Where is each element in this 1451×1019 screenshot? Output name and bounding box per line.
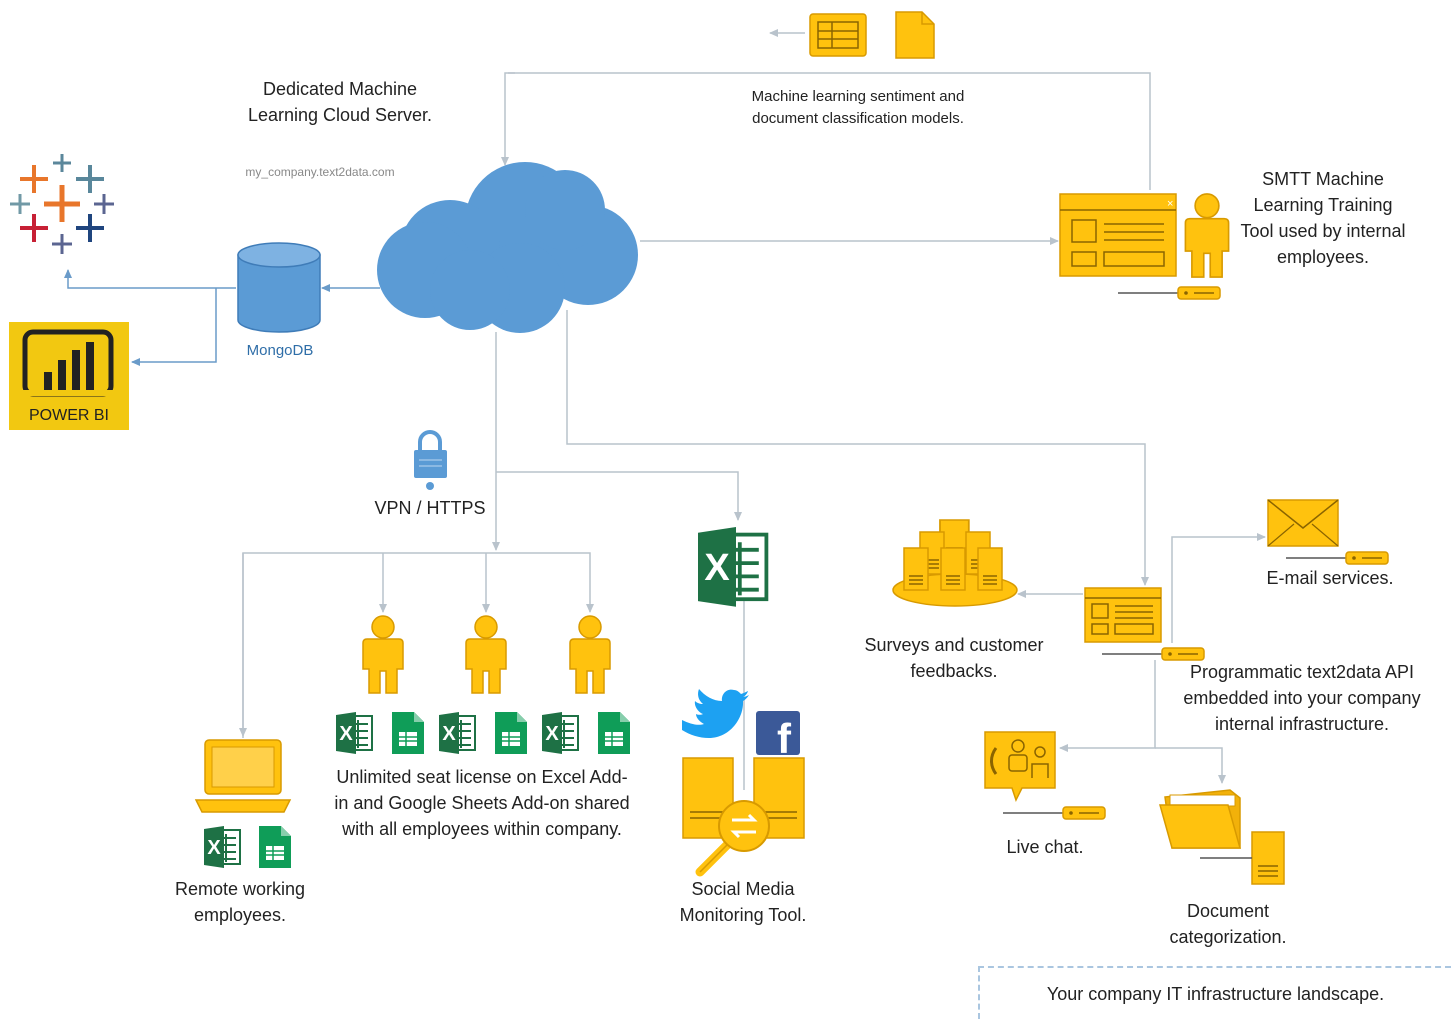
social-servers-icon: [682, 757, 805, 839]
ml-model-table-icon: [809, 13, 867, 57]
folder-icon: [1159, 789, 1241, 849]
smtt-network-bar-icon: [1117, 286, 1221, 300]
smtt-label: SMTT Machine Learning Training Tool used…: [1240, 169, 1406, 267]
svg-text:×: ×: [1167, 198, 1173, 210]
email-network-bar-icon: [1285, 551, 1389, 565]
employee-2-excel-icon: [438, 711, 476, 755]
remote-sheets-icon: [258, 825, 292, 869]
api-window-icon: [1084, 587, 1162, 643]
cloud-url-label: my_company.text2data.com: [245, 165, 395, 179]
mongodb-label: MongoDB: [246, 342, 314, 359]
doc-server-icon: [1200, 831, 1285, 885]
ml-models-label: Machine learning sentiment and document …: [751, 88, 965, 127]
envelope-icon: [1267, 499, 1339, 547]
employee-1-sheets-icon: [391, 711, 425, 755]
employee-2-sheets-icon: [494, 711, 528, 755]
powerbi-logo-icon: [9, 322, 129, 430]
api-label: Programmatic text2data API embedded into…: [1183, 662, 1421, 734]
remote-excel-icon: [203, 825, 241, 869]
laptop-icon: [194, 739, 292, 813]
remote-employees-label: Remote working employees.: [174, 879, 306, 925]
surveys-servers-icon: [892, 519, 1018, 607]
document-categorization-label: Document categorization.: [1169, 901, 1287, 947]
it-landscape-label: Your company IT infrastructure landscape…: [1046, 984, 1385, 1004]
powerbi-label: POWER BI: [28, 407, 109, 424]
employee-1-icon: [362, 615, 404, 694]
live-chat-label: Live chat.: [1006, 837, 1084, 857]
cloud-server-icon: [377, 162, 638, 333]
vpn-label: VPN / HTTPS: [374, 498, 486, 518]
cloud-server-label: Dedicated Machine Learning Cloud Server.: [247, 79, 433, 125]
employee-3-icon: [569, 615, 611, 694]
it-landscape-box: Your company IT infrastructure landscape…: [978, 966, 1451, 1019]
document-icon: [895, 11, 935, 59]
live-chat-icon: [984, 731, 1056, 802]
connectors: [239, 29, 1266, 790]
lock-icon: [414, 430, 447, 490]
magnifier-sync-icon: [695, 800, 770, 877]
smtt-window-icon: ×: [1059, 193, 1177, 277]
employee-3-sheets-icon: [597, 711, 631, 755]
svg-text:f: f: [777, 715, 792, 762]
unlimited-license-label: Unlimited seat license on Excel Add-in a…: [334, 767, 630, 839]
employee-2-icon: [465, 615, 507, 694]
email-label: E-mail services.: [1266, 568, 1394, 588]
twitter-icon: [682, 689, 749, 738]
smtt-person-icon: [1184, 193, 1230, 278]
excel-large-icon: [696, 525, 769, 609]
livechat-network-bar-icon: [1002, 806, 1106, 820]
social-media-label: Social Media Monitoring Tool.: [679, 879, 807, 925]
tableau-logo-icon: [10, 154, 114, 254]
employee-3-excel-icon: [541, 711, 579, 755]
surveys-label: Surveys and customer feedbacks.: [864, 635, 1044, 681]
facebook-icon: f: [756, 711, 800, 762]
mongodb-database-icon: [237, 242, 321, 333]
employee-1-excel-icon: [335, 711, 373, 755]
